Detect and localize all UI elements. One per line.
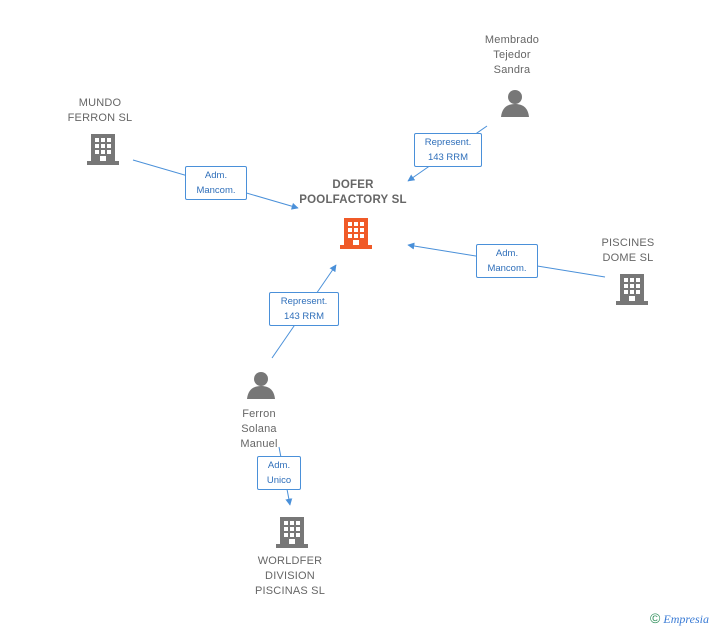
- building-icon[interactable]: [340, 216, 372, 250]
- copyright-symbol: ©: [650, 610, 661, 626]
- edge-label-mundo-main: Adm. Mancom.: [185, 166, 247, 200]
- footer-brand[interactable]: © Empresia: [650, 610, 709, 627]
- edge-label-membrado-main: Represent. 143 RRM: [414, 133, 482, 167]
- brand-name: Empresia: [663, 612, 709, 626]
- worldfer-label[interactable]: WORLDFER DIVISION PISCINAS SL: [254, 555, 326, 597]
- membrado-label[interactable]: Membrado Tejedor Sandra: [484, 34, 540, 76]
- building-icon[interactable]: [87, 132, 119, 166]
- edge-label-piscines-main: Adm. Mancom.: [476, 244, 538, 278]
- building-icon[interactable]: [616, 272, 648, 306]
- ferron-solana-label[interactable]: Ferron Solana Manuel: [240, 408, 278, 450]
- building-icon[interactable]: [276, 515, 308, 549]
- person-icon[interactable]: [246, 370, 276, 400]
- mundo-ferron-label[interactable]: MUNDO FERRON SL: [67, 97, 133, 124]
- person-icon[interactable]: [500, 88, 530, 118]
- edge-label-ferron-main: Represent. 143 RRM: [269, 292, 339, 326]
- edge-label-ferron-worldfer: Adm. Unico: [257, 456, 301, 490]
- piscines-dome-label[interactable]: PISCINES DOME SL: [601, 237, 655, 264]
- main-company-label[interactable]: DOFER POOLFACTORY SL: [299, 179, 407, 206]
